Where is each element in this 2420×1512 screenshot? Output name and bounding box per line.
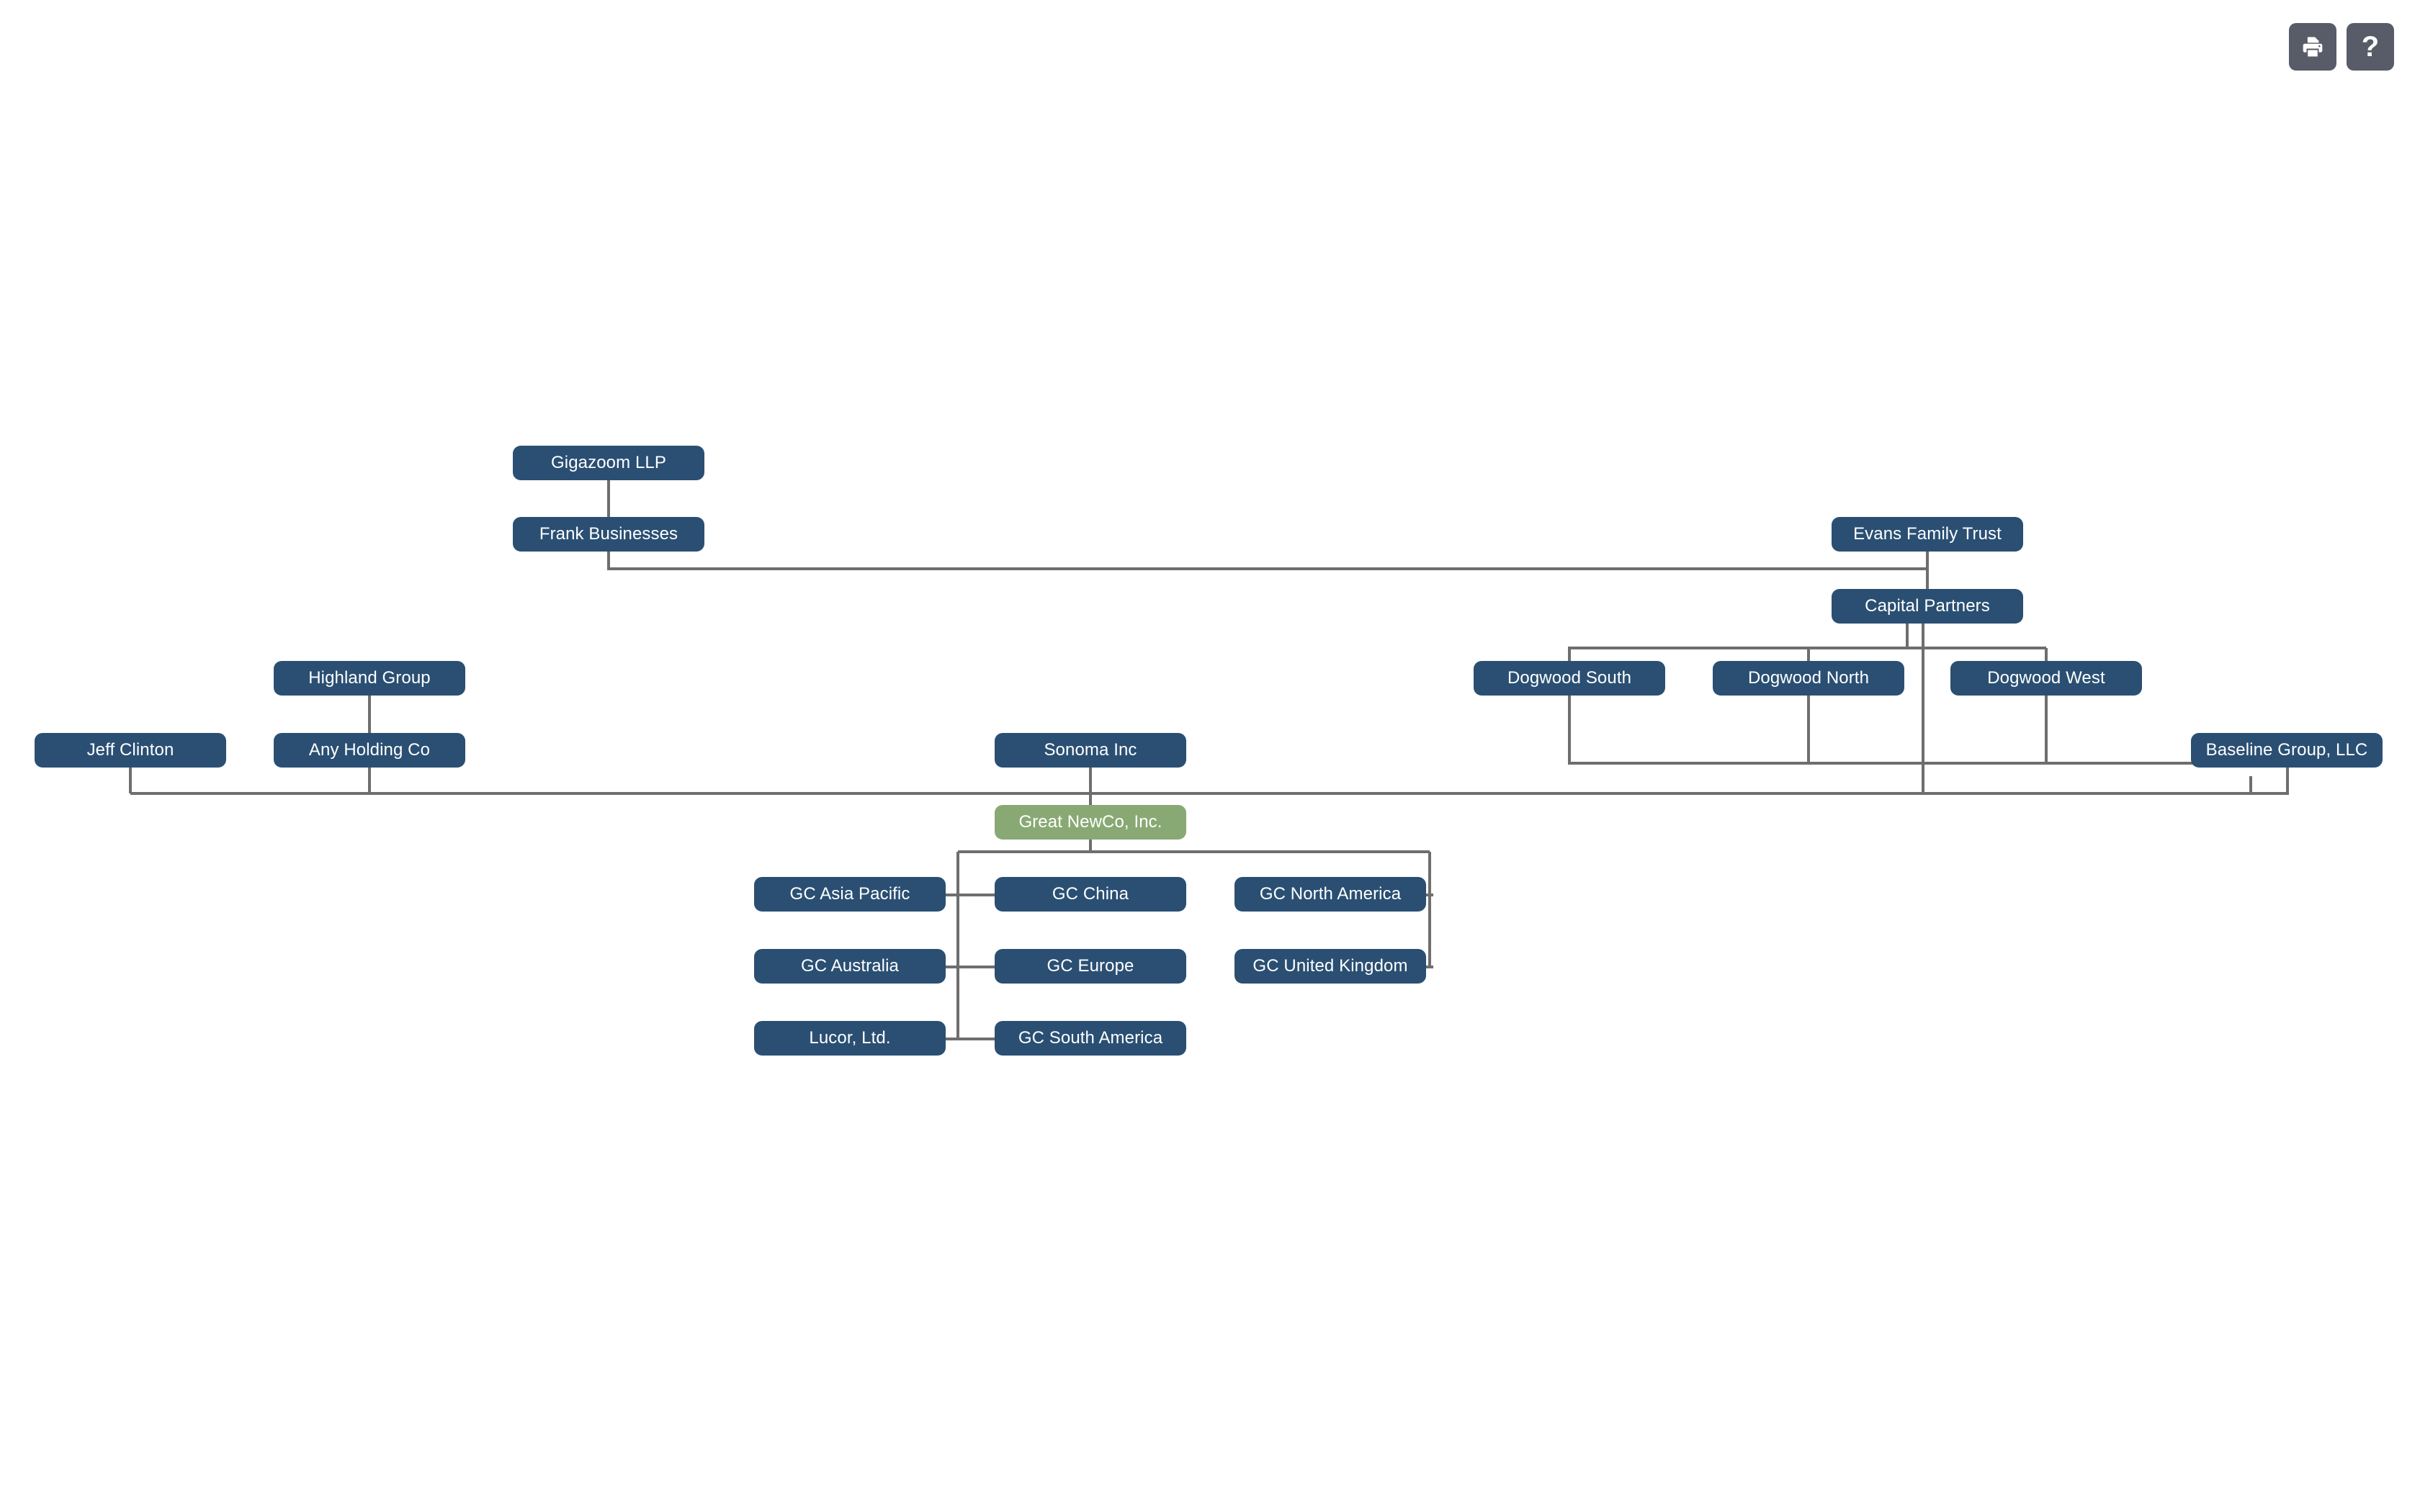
question-mark-icon: ? [2361,31,2380,63]
org-node-frank[interactable]: Frank Businesses [513,517,704,552]
org-node-highland[interactable]: Highland Group [274,661,465,696]
org-node-jeff[interactable]: Jeff Clinton [35,733,226,768]
org-node-gcchina[interactable]: GC China [995,877,1186,912]
print-button[interactable] [2289,23,2336,71]
org-node-dogwoodW[interactable]: Dogwood West [1950,661,2142,696]
org-node-capital[interactable]: Capital Partners [1832,589,2023,624]
connector-path [2251,763,2289,795]
connector-path [607,552,1927,570]
org-node-greatnewco[interactable]: Great NewCo, Inc. [995,805,1186,840]
org-node-gceurope[interactable]: GC Europe [995,949,1186,984]
org-node-gcnorth[interactable]: GC North America [1234,877,1426,912]
org-node-dogwoodN[interactable]: Dogwood North [1713,661,1904,696]
org-node-dogwoodS[interactable]: Dogwood South [1474,661,1665,696]
org-node-gcaustralia[interactable]: GC Australia [754,949,946,984]
org-node-gcasia[interactable]: GC Asia Pacific [754,877,946,912]
org-node-sonoma[interactable]: Sonoma Inc [995,733,1186,768]
org-node-gigazoom[interactable]: Gigazoom LLP [513,446,704,480]
org-node-baseline[interactable]: Baseline Group, LLC [2191,733,2383,768]
connector-path [1807,647,1907,661]
org-node-gcsouth[interactable]: GC South America [995,1021,1186,1056]
connector-path [1568,696,2287,765]
org-node-gcuk[interactable]: GC United Kingdom [1234,949,1426,984]
toolbar: ? [2289,23,2394,71]
org-node-anyholding[interactable]: Any Holding Co [274,733,465,768]
connector-path [1568,624,1909,661]
help-button[interactable]: ? [2347,23,2394,71]
org-node-evans[interactable]: Evans Family Trust [1832,517,2023,552]
printer-icon [2300,35,2325,59]
org-node-lucor[interactable]: Lucor, Ltd. [754,1021,946,1056]
